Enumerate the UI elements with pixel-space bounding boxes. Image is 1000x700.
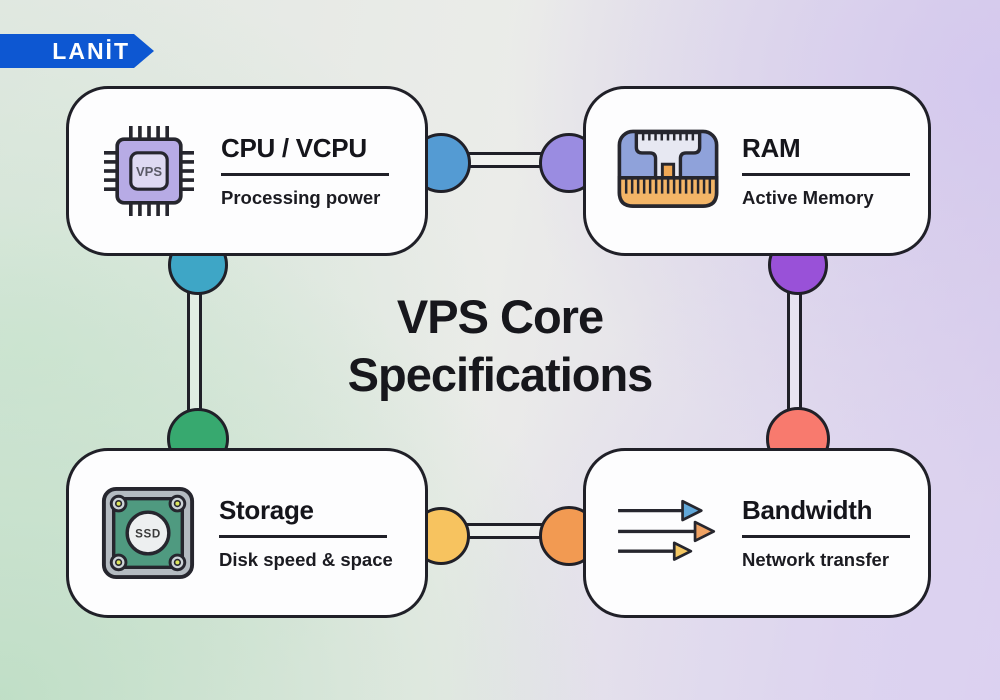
card-ram: RAM Active Memory <box>583 86 931 256</box>
card-ram-divider <box>742 173 910 176</box>
connector-cpu-storage <box>187 260 202 442</box>
card-bandwidth-subtitle: Network transfer <box>742 549 890 570</box>
ram-module-icon <box>617 129 719 208</box>
card-cpu-subtitle: Processing power <box>221 187 381 208</box>
lanit-logo-text: LANİT <box>52 37 130 64</box>
ssd-drive-icon: SSD <box>101 486 195 580</box>
page-title-line1: VPS Core <box>396 290 604 343</box>
card-storage-divider <box>219 535 387 538</box>
lanit-logo: LANİT <box>0 34 154 68</box>
page-title: VPS Core Specifications <box>0 288 1000 405</box>
page-title-line2: Specifications <box>347 348 654 402</box>
drive-label: SSD <box>135 528 161 541</box>
cpu-chip-icon: VPS <box>104 126 194 216</box>
connector-ram-bandwidth <box>787 260 802 442</box>
card-cpu-title: CPU / VCPU <box>221 133 367 163</box>
card-storage: SSD Storage Disk speed & space <box>66 448 428 618</box>
chip-label: VPS <box>136 164 162 179</box>
card-bandwidth-divider <box>742 535 910 538</box>
transfer-arrows-icon <box>618 499 716 561</box>
card-ram-subtitle: Active Memory <box>742 187 874 208</box>
card-storage-title: Storage <box>219 495 314 525</box>
card-storage-subtitle: Disk speed & space <box>219 549 393 570</box>
card-cpu-divider <box>221 173 389 176</box>
card-cpu: VPS CPU / VCPU Processing power <box>66 86 428 256</box>
card-ram-title: RAM <box>742 133 801 163</box>
card-bandwidth-title: Bandwidth <box>742 495 873 525</box>
card-bandwidth: Bandwidth Network transfer <box>583 448 931 618</box>
